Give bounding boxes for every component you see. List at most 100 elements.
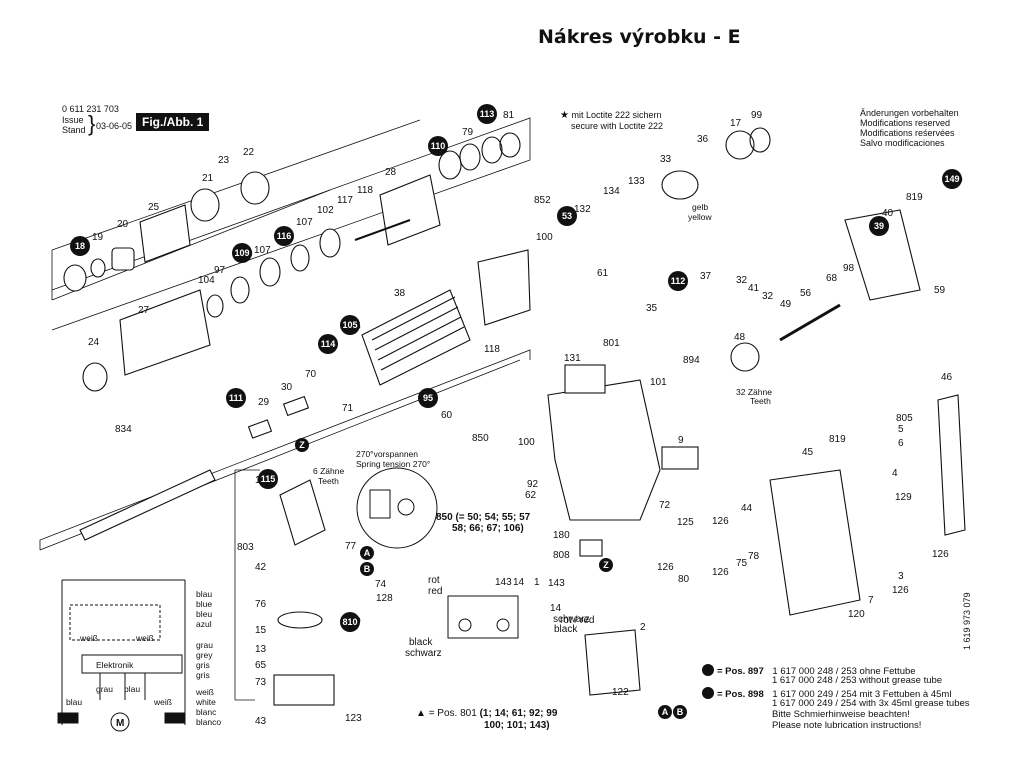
wire-color: grau bbox=[196, 640, 213, 650]
bubble-circle bbox=[232, 243, 252, 263]
fin bbox=[377, 316, 462, 361]
part-bubble: 95 bbox=[418, 388, 438, 408]
part-number-label: 129 bbox=[895, 492, 912, 503]
part-number-label: 75 bbox=[736, 558, 748, 569]
pos801-list2: 100; 101; 143) bbox=[484, 720, 550, 731]
letter-circle bbox=[673, 705, 687, 719]
part-number-label: 74 bbox=[375, 579, 387, 590]
part-number-label: 60 bbox=[441, 410, 453, 421]
part-number-label: 71 bbox=[342, 403, 354, 414]
teeth6-label-en: Teeth bbox=[318, 476, 339, 486]
part-number-label: 1 bbox=[534, 577, 540, 588]
bubble-circle bbox=[428, 136, 448, 156]
bubble-circle bbox=[226, 388, 246, 408]
part-number-label: 17 bbox=[730, 118, 742, 129]
part-number-label: 68 bbox=[826, 273, 838, 284]
part-number-label: 107 bbox=[254, 245, 271, 256]
part-number-label: 834 bbox=[115, 424, 132, 435]
loctite-line-2: secure with Loctite 222 bbox=[571, 121, 664, 131]
part-bubble: 113 bbox=[477, 104, 497, 124]
inset-part bbox=[369, 489, 391, 519]
part-number-label: 43 bbox=[255, 716, 267, 727]
part-number-label: 122 bbox=[612, 687, 629, 698]
part-number-label: 101 bbox=[650, 377, 667, 388]
part-shape bbox=[319, 228, 341, 258]
bubble-label: 112 bbox=[671, 276, 686, 286]
part-number-label: 20 bbox=[117, 219, 129, 230]
bubble-label: 53 bbox=[562, 211, 572, 221]
part-number-label: 134 bbox=[603, 186, 620, 197]
wire-color: gris bbox=[196, 670, 210, 680]
label-plate-9 bbox=[661, 446, 699, 470]
fin bbox=[374, 306, 459, 351]
part-30 bbox=[282, 395, 310, 417]
elektronik-label: Elektronik bbox=[96, 660, 134, 670]
pos897-label: = Pos. 897 bbox=[717, 666, 764, 677]
electronics-box bbox=[81, 654, 183, 674]
part-shape bbox=[82, 362, 108, 392]
reference-letter: B bbox=[360, 562, 374, 576]
bubble-circle bbox=[942, 169, 962, 189]
letter-circle bbox=[658, 705, 672, 719]
lubrication-hint-en: Please note lubrication instructions! bbox=[772, 720, 922, 731]
part-number-label: 24 bbox=[88, 337, 100, 348]
part-number-label: 56 bbox=[800, 288, 812, 299]
reference-letter: A bbox=[658, 705, 672, 719]
part-number-label: 35 bbox=[646, 303, 658, 314]
part-number-label: 15 bbox=[255, 625, 267, 636]
parts-group-top bbox=[63, 132, 521, 392]
part-shape bbox=[63, 264, 87, 292]
part-number-label: 126 bbox=[712, 516, 729, 527]
bubble-circle bbox=[477, 104, 497, 124]
bubble-label: 105 bbox=[342, 320, 357, 330]
letter-label: B bbox=[364, 564, 371, 574]
ring-99 bbox=[749, 127, 771, 153]
triangle-icon: ▲ bbox=[416, 708, 426, 719]
bubble-circle bbox=[557, 206, 577, 226]
part-bubble: 109 bbox=[232, 243, 252, 263]
wire-color: grey bbox=[196, 650, 213, 660]
part-number-label: 128 bbox=[376, 593, 393, 604]
part-808 bbox=[579, 539, 603, 557]
part-number-label: 107 bbox=[296, 217, 313, 228]
part-number-label: 13 bbox=[255, 644, 267, 655]
pos898-line2: 1 617 000 249 / 254 with 3x 45ml grease … bbox=[772, 698, 970, 709]
field-coil-2 bbox=[584, 629, 641, 696]
wire-color: blanc bbox=[196, 707, 217, 717]
part-number-label: 59 bbox=[934, 285, 946, 296]
part-number-label: 21 bbox=[202, 173, 214, 184]
part-number-label: 36 bbox=[697, 134, 709, 145]
part-number-label: 25 bbox=[148, 202, 160, 213]
bearing-flange-39 bbox=[844, 209, 921, 301]
reference-letter: Z bbox=[295, 438, 309, 452]
part-shape bbox=[379, 174, 441, 246]
part-number-label: 48 bbox=[734, 332, 746, 343]
wire-blau: blau bbox=[124, 684, 140, 694]
part-number-label: 801 bbox=[603, 338, 620, 349]
loctite-note: ★ mit Loctite 222 sichern secure with Lo… bbox=[560, 110, 663, 131]
part-number-label: 100 bbox=[518, 437, 535, 448]
part-number-label: 5 bbox=[898, 424, 904, 435]
part-number-label: 49 bbox=[780, 299, 792, 310]
part-bubble: 112 bbox=[668, 271, 688, 291]
bubble-label: 114 bbox=[321, 339, 336, 349]
part-number-label: 126 bbox=[712, 567, 729, 578]
motor-label: M bbox=[116, 718, 124, 729]
note-line: Änderungen vorbehalten bbox=[860, 108, 959, 118]
tool-holder-834 bbox=[79, 469, 216, 541]
spring-tension-label-de: 270°vorspannen bbox=[356, 449, 418, 459]
star-icon: ★ bbox=[560, 110, 569, 121]
issue-label: Issue bbox=[62, 115, 84, 125]
part-number-label: 143 bbox=[495, 577, 512, 588]
part-number-label: 819 bbox=[829, 434, 846, 445]
part-number-label: 37 bbox=[700, 271, 712, 282]
letter-label: Z bbox=[299, 440, 305, 450]
wire-blau: blau bbox=[66, 697, 82, 707]
part-number-label: 125 bbox=[677, 517, 694, 528]
part-number-label: 61 bbox=[597, 268, 609, 279]
part-number-label: 99 bbox=[751, 110, 763, 121]
part-number-label: 9 bbox=[678, 435, 684, 446]
gelb-label: gelb bbox=[692, 202, 708, 212]
pos850-label: 850 (= 50; 54; 55; 57 bbox=[436, 512, 531, 523]
